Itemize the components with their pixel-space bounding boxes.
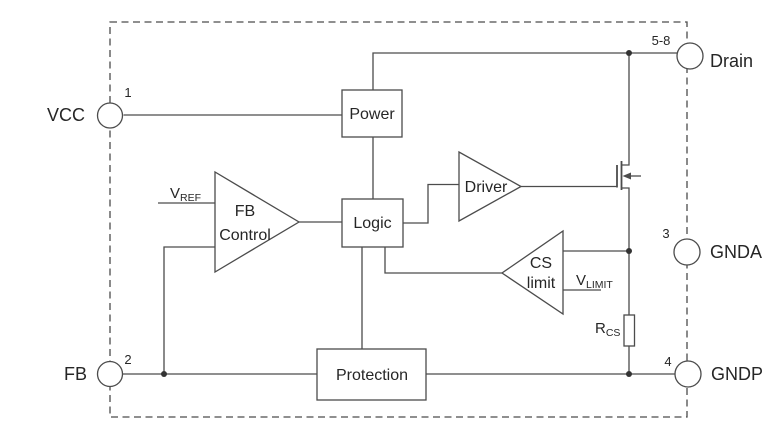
gndp-pin-label: GNDP <box>711 364 763 384</box>
fb-control-label-line1: FB <box>235 203 255 220</box>
fb-pin-terminal <box>96 360 124 388</box>
drain-pin-label: Drain <box>710 51 753 71</box>
wire-power-to-drain <box>372 52 679 90</box>
rcs-label-sub: CS <box>606 327 621 339</box>
power-block-box <box>341 89 403 138</box>
rcs-label: RCS <box>595 320 620 339</box>
gnda-pin-terminal <box>673 238 701 266</box>
pin-vcc: VCC 1 <box>47 85 132 129</box>
pin-drain: Drain 5-8 <box>652 33 753 71</box>
vcc-pin-number: 1 <box>124 85 131 100</box>
junction-dot-drain-node <box>626 50 632 56</box>
junction-dot-rcs-rail <box>626 371 632 377</box>
driver-amplifier: Driver <box>458 150 523 223</box>
fb-control-triangle <box>214 170 301 274</box>
junction-dot-fb-node <box>161 371 167 377</box>
logic-block-box <box>341 198 404 248</box>
wire-drain-to-mosfet <box>621 53 630 166</box>
vcc-pin-terminal <box>96 102 124 129</box>
junction-dot-cs-node <box>626 248 632 254</box>
power-block: Power <box>341 89 403 138</box>
gndp-pin-terminal <box>674 360 702 388</box>
fb-control-amplifier: FB Control <box>214 170 301 274</box>
power-block-label: Power <box>349 106 395 123</box>
wire-cslimit-to-logic <box>384 247 502 274</box>
cs-limit-comparator: CS limit <box>500 229 564 316</box>
vref-label-sub: REF <box>180 192 201 204</box>
protection-block-box <box>316 348 427 401</box>
driver-triangle <box>458 150 523 223</box>
gnda-pin-number: 3 <box>662 226 669 241</box>
cs-limit-triangle <box>500 229 564 316</box>
vcc-pin-label: VCC <box>47 105 85 125</box>
ic-boundary-dashed <box>109 21 688 418</box>
protection-block-label: Protection <box>336 367 408 384</box>
rcs-resistor <box>623 314 636 347</box>
gndp-pin-number: 4 <box>664 354 671 369</box>
fb-pin-label: FB <box>64 364 87 384</box>
vref-label: VREF <box>170 185 201 204</box>
wire-source-to-rcs <box>621 187 630 315</box>
pin-gnda: GNDA 3 <box>662 226 762 266</box>
mosfet-symbol <box>616 161 641 190</box>
fb-control-label-line2: Control <box>219 227 271 244</box>
driver-label: Driver <box>465 179 508 196</box>
cs-limit-label-line2: limit <box>527 275 556 292</box>
mosfet-body-arrow <box>622 172 631 180</box>
vref-label-base: V <box>170 185 180 202</box>
pin-fb: FB 2 <box>64 352 132 388</box>
drain-pin-terminal <box>676 42 704 70</box>
wire-fb-to-fbcontrol <box>163 246 215 374</box>
pin-gndp: GNDP 4 <box>664 354 763 388</box>
cs-limit-label-line1: CS <box>530 255 552 272</box>
rcs-label-base: R <box>595 320 606 337</box>
vlimit-label-sub: LIMIT <box>586 279 613 291</box>
logic-block-label: Logic <box>353 215 391 232</box>
gnda-pin-label: GNDA <box>710 242 762 262</box>
vlimit-label: VLIMIT <box>576 272 613 291</box>
logic-block: Logic <box>341 198 404 248</box>
protection-block: Protection <box>316 348 427 401</box>
drain-pin-number: 5-8 <box>652 33 671 48</box>
wires <box>122 52 679 375</box>
junction-dots <box>161 50 632 377</box>
fb-pin-number: 2 <box>124 352 131 367</box>
vlimit-label-base: V <box>576 272 586 289</box>
wire-logic-to-driver <box>403 183 459 224</box>
